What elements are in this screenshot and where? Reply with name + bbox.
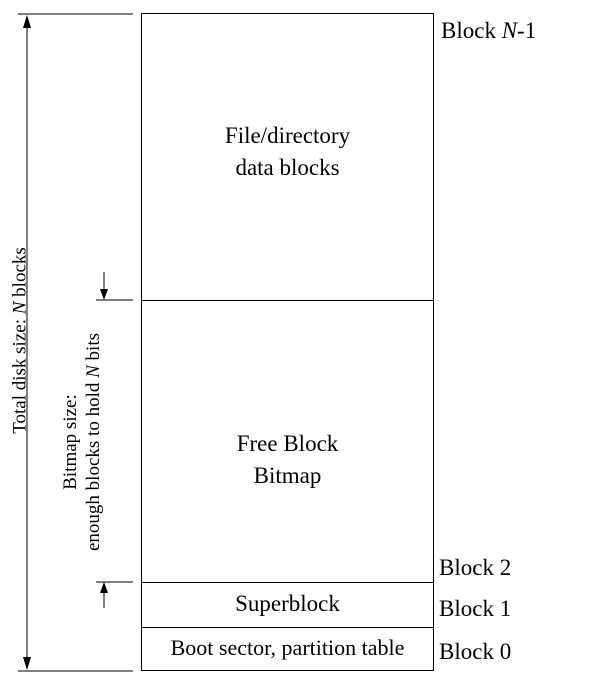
total-size-prefix: Total disk size: [9,314,31,434]
superblock-label: Superblock [235,591,340,616]
bitmap-bottom-arrowhead [100,582,108,593]
block-n-minus-1-label: Block N-1 [441,17,536,45]
block-1-label: Block 1 [439,596,512,621]
bitmap-top-arrowhead [100,289,108,300]
data-blocks-region: File/directory data blocks [141,13,434,301]
bitmap-size-label: Bitmap size: enough blocks to hold N bit… [59,307,105,577]
free-block-bitmap-region: Free Block Bitmap [141,300,434,583]
total-size-arrowhead-up [23,15,31,28]
boot-sector-region: Boot sector, partition table [141,627,434,671]
block-0-label: Block 0 [439,639,512,664]
bitmap-size-line1: Bitmap size: [60,394,81,490]
superblock-region: Superblock [141,582,434,628]
block-n-minus-1-suffix: -1 [517,18,537,43]
total-size-var: N [9,301,31,315]
bitmap-label-line2: Bitmap [253,463,322,488]
bitmap-size-line2-prefix: enough blocks to hold [83,377,104,551]
total-disk-size-label: Total disk size: N blocks [9,216,32,466]
block-n-minus-1-prefix: Block [441,18,502,43]
bitmap-label-line1: Free Block [236,431,339,456]
data-blocks-label-line2: data blocks [235,155,340,180]
bitmap-size-line2-suffix: bits [83,333,104,366]
data-blocks-label-line1: File/directory [224,123,351,148]
boot-sector-label: Boot sector, partition table [170,635,405,660]
total-size-arrowhead-down [23,657,31,670]
block-2-label: Block 2 [439,555,512,580]
bitmap-size-line2: enough blocks to hold N bits [82,307,105,577]
block-n-minus-1-var: N [501,18,518,43]
bitmap-size-line2-var: N [83,365,104,378]
total-size-suffix: blocks [9,247,31,302]
